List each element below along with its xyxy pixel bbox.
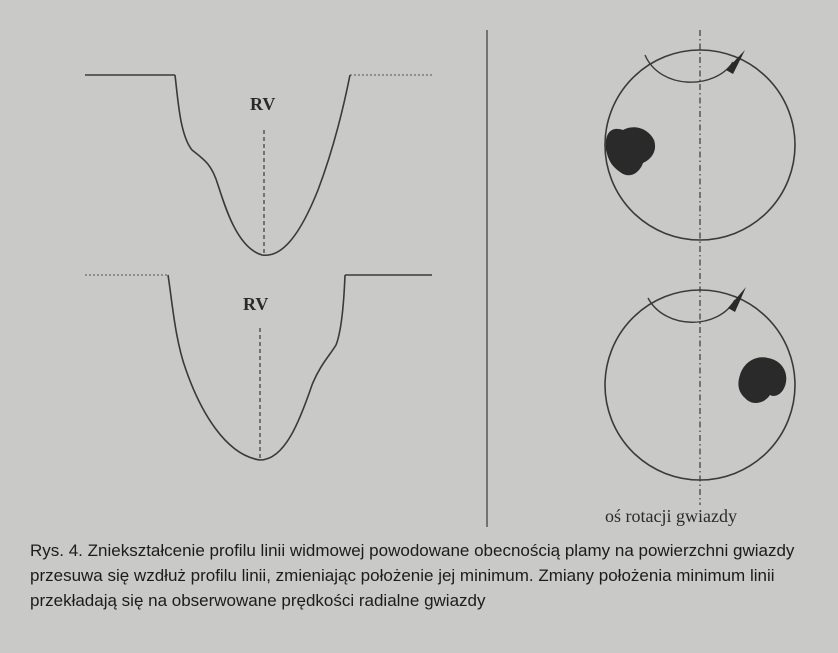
top-rotation-arrowhead <box>726 50 745 74</box>
top-line-profile: RV <box>85 75 432 255</box>
bottom-line-profile: RV <box>85 275 432 460</box>
bottom-rv-label: RV <box>243 294 268 314</box>
rotation-axis-label: oś rotacji gwiazdy <box>605 506 737 526</box>
bottom-star-spot <box>738 357 786 403</box>
top-rv-label: RV <box>250 94 275 114</box>
bottom-rotation-arrowhead <box>728 287 746 312</box>
top-star-spot <box>606 127 655 175</box>
figure-caption: Rys. 4. Zniekształcenie profilu linii wi… <box>30 538 820 613</box>
bottom-rotation-arrow <box>648 298 735 322</box>
top-star <box>605 50 795 240</box>
